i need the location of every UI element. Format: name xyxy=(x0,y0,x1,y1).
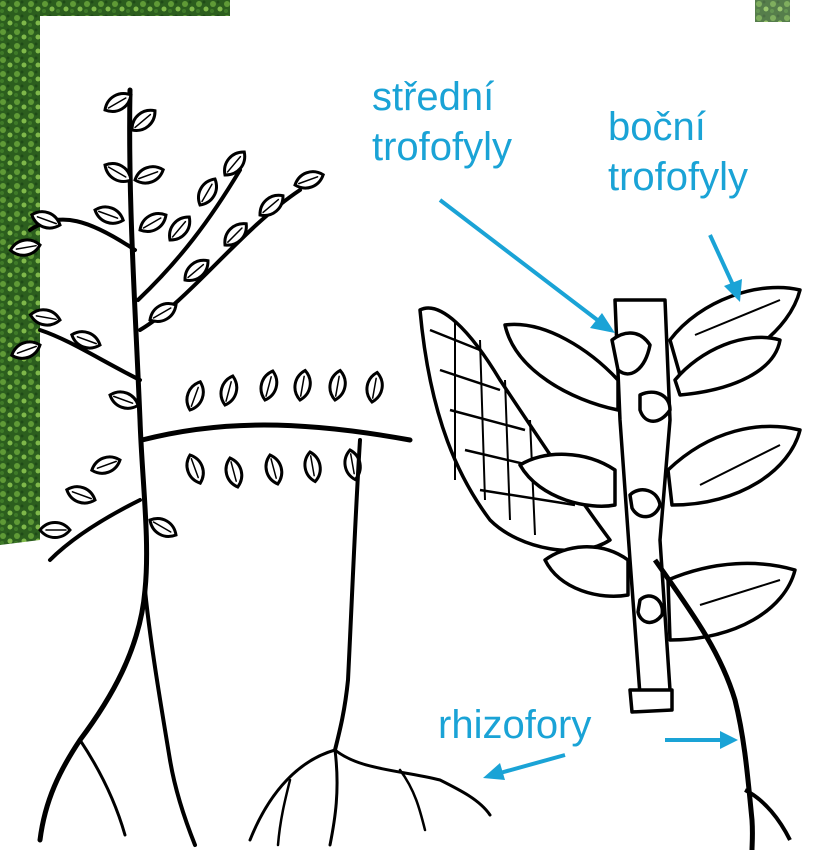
label-bocni-line2: trofofyly xyxy=(608,152,748,202)
label-stredni-trofofyly: střední trofofyly xyxy=(372,72,512,172)
label-bocni-trofofyly: boční trofofyly xyxy=(608,102,748,202)
arrow-rhizofory-left xyxy=(500,755,565,773)
arrow-stredni-trofofyly xyxy=(440,200,600,322)
left-plant-drawing xyxy=(9,89,490,845)
label-rhizofory: rhizofory xyxy=(438,700,591,750)
arrow-bocni-trofofyly xyxy=(710,235,733,285)
label-bocni-line1: boční xyxy=(608,102,748,152)
right-plant-drawing xyxy=(420,287,800,850)
label-stredni-line1: střední xyxy=(372,72,512,122)
label-stredni-line2: trofofyly xyxy=(372,122,512,172)
